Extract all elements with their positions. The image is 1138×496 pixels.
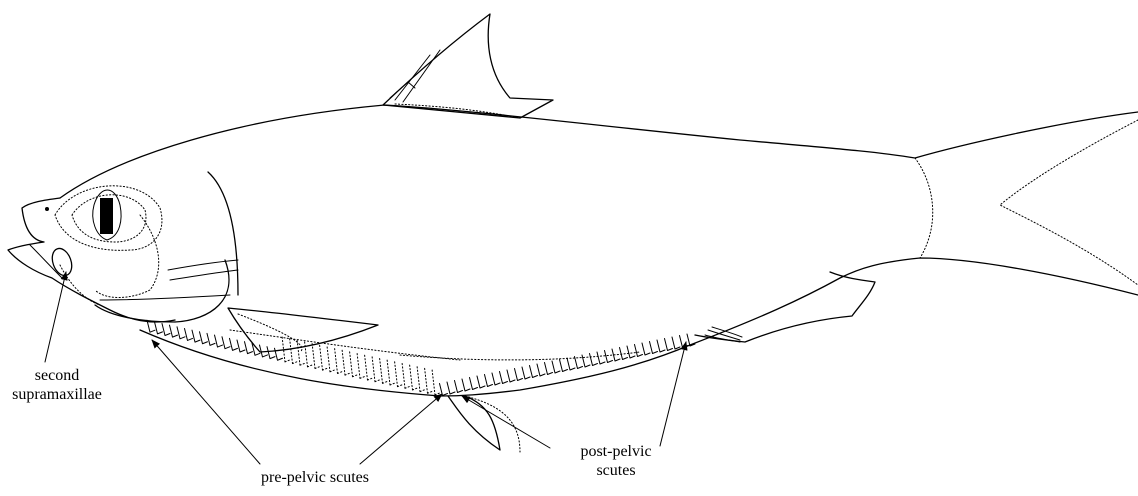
- scute: [170, 325, 178, 337]
- scute: [447, 382, 455, 394]
- scute: [462, 379, 470, 391]
- scute: [395, 361, 403, 387]
- scute: [350, 351, 358, 377]
- label-post-pelvic-line2: scutes: [556, 461, 676, 480]
- scute: [312, 343, 320, 369]
- scute: [545, 363, 553, 375]
- scute: [365, 354, 373, 380]
- scute: [207, 333, 215, 345]
- arrow-second-supramaxillae: [45, 272, 66, 362]
- scute: [357, 352, 365, 378]
- scute: [612, 349, 620, 361]
- eye: [55, 186, 162, 251]
- scute: [537, 364, 545, 376]
- scute: [485, 375, 493, 387]
- label-second-supramaxillae: second supramaxillae: [2, 366, 112, 404]
- scute: [665, 339, 673, 351]
- scute: [342, 349, 350, 375]
- scute: [267, 347, 275, 359]
- scute: [440, 384, 448, 396]
- scute: [335, 347, 343, 373]
- scute: [185, 328, 193, 340]
- scute: [245, 342, 253, 354]
- arrow-post-pelvic-left: [462, 396, 550, 448]
- scute: [327, 346, 335, 372]
- scute: [260, 345, 268, 357]
- scute: [522, 367, 530, 379]
- label-second-supramaxillae-line1: second: [2, 366, 112, 385]
- scute: [402, 362, 410, 388]
- scute: [230, 338, 238, 350]
- scute: [477, 376, 485, 388]
- scute: [297, 339, 305, 365]
- scute: [567, 358, 575, 370]
- arrow-post-pelvic-right: [660, 342, 686, 446]
- scute: [320, 344, 328, 370]
- scute: [192, 330, 200, 342]
- scute: [387, 359, 395, 385]
- scute: [650, 342, 658, 354]
- scute: [560, 360, 568, 372]
- label-pre-pelvic-scutes: pre-pelvic scutes: [230, 468, 400, 487]
- caudal-fin: [915, 120, 1138, 285]
- scute: [515, 369, 523, 381]
- scute: [372, 356, 380, 382]
- scute: [620, 348, 628, 360]
- label-post-pelvic-scutes: post-pelvic scutes: [556, 442, 676, 480]
- arrow-pre-pelvic-left: [152, 340, 260, 464]
- anal-fin: [695, 272, 875, 342]
- label-second-supramaxillae-line2: supramaxillae: [2, 385, 112, 404]
- scute: [657, 340, 665, 352]
- scute: [222, 337, 230, 349]
- scute: [432, 369, 440, 395]
- scute: [507, 370, 515, 382]
- scute: [530, 366, 538, 378]
- scute: [605, 351, 613, 363]
- scute: [590, 354, 598, 366]
- pectoral-fin: [228, 308, 378, 352]
- body-outline: [60, 105, 1138, 396]
- scute: [680, 336, 688, 348]
- scute: [425, 367, 433, 393]
- head: [8, 172, 238, 322]
- scute: [492, 373, 500, 385]
- scute: [642, 343, 650, 355]
- arrow-pre-pelvic-right: [360, 394, 442, 464]
- scute: [155, 322, 163, 334]
- scute: [597, 352, 605, 364]
- scute: [582, 355, 590, 367]
- scute: [417, 366, 425, 392]
- dorsal-fin: [383, 14, 553, 118]
- scute: [215, 335, 223, 347]
- scute: [162, 324, 170, 336]
- scute: [672, 337, 680, 349]
- scute: [237, 340, 245, 352]
- scute: [455, 381, 463, 393]
- scute: [575, 357, 583, 369]
- scutes: [147, 320, 695, 395]
- scute: [252, 343, 260, 355]
- scute: [380, 357, 388, 383]
- scute: [470, 378, 478, 390]
- label-post-pelvic-line1: post-pelvic: [556, 442, 676, 461]
- scute: [552, 361, 560, 373]
- scute: [500, 372, 508, 384]
- scute: [410, 364, 418, 390]
- scute: [177, 327, 185, 339]
- scute: [635, 345, 643, 357]
- arrows: [45, 272, 686, 464]
- scute: [627, 346, 635, 358]
- scute: [200, 332, 208, 344]
